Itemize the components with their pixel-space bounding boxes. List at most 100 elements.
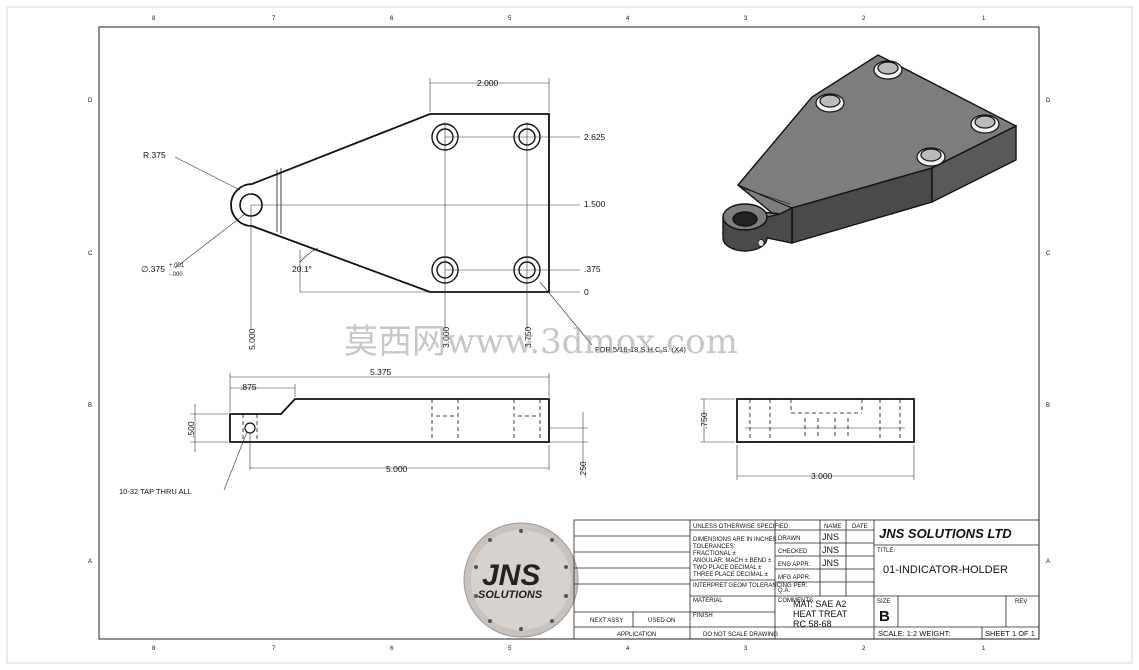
zone-col-label: 8	[152, 646, 156, 652]
zone-col-label: 4	[626, 16, 630, 22]
tol-line: DIMENSIONS ARE IN INCHES	[693, 537, 777, 543]
checked-by: JNS	[822, 545, 839, 555]
iso-right-face	[931, 124, 1017, 204]
iso-pivot-front	[722, 206, 793, 252]
front-view	[190, 373, 588, 491]
eng-by: JNS	[822, 558, 839, 568]
comments-label: COMMENTS:	[778, 598, 815, 604]
next-assy-label: NEXT ASSY	[590, 618, 623, 624]
isometric-view	[722, 54, 1018, 252]
unless-specified: UNLESS OTHERWISE SPECIFIED:	[693, 524, 790, 530]
mat-line: HEAT TREAT	[793, 609, 848, 619]
finish-label: FINISH	[693, 613, 713, 619]
zone-row-label: D	[88, 98, 93, 104]
outer-border	[6, 6, 1133, 664]
dim-hole-diameter: ∅.375	[141, 264, 165, 274]
mat-line: MAT: SAE A2	[793, 599, 846, 609]
do-not-scale: DO NOT SCALE DRAWING	[703, 632, 778, 638]
zone-col-label: 7	[272, 16, 276, 22]
tap-callout: 10-32 TAP THRU ALL	[119, 487, 192, 496]
zone-col-label: 5	[508, 646, 512, 652]
dim-3000-side: 3.000	[811, 471, 833, 481]
dim-hole-tol-plus: +.001	[169, 263, 185, 269]
col-name: NAME	[824, 524, 841, 530]
company-name: JNS SOLUTIONS LTD	[879, 526, 1012, 541]
side-view-dimensions: .750 3.000	[699, 412, 833, 481]
shcs-holes	[431, 123, 541, 284]
dim-500: .500	[186, 421, 196, 438]
drawn-by: JNS	[822, 532, 839, 542]
mfg-appr-label: MFG APPR.	[778, 575, 811, 581]
dim-width-top: 2.000	[477, 78, 499, 88]
shcs-callout: FOR 5/16-18 S.H.C.S. (X4)	[595, 345, 686, 354]
interpret-geom: INTERPRET GEOM TOLERANCING PER:	[693, 583, 808, 589]
dim-x-3000: 3.000	[441, 326, 451, 348]
zone-row-label: D	[1046, 98, 1051, 104]
dim-y-0: 0	[584, 287, 589, 297]
drawn-label: DRAWN	[778, 536, 800, 542]
top-view-outline	[230, 113, 550, 293]
zone-columns-bottom: 8 7 6 5 4 3 2 1	[152, 646, 986, 652]
scale-weight: SCALE: 1:2 WEIGHT:	[878, 629, 951, 638]
zone-row-label: C	[1046, 251, 1051, 257]
zone-col-label: 3	[744, 646, 748, 652]
tol-line: TWO PLACE DECIMAL ±	[693, 565, 762, 571]
zone-col-label: 4	[626, 646, 630, 652]
zone-col-label: 2	[862, 646, 866, 652]
qa-label: Q.A.	[778, 588, 790, 594]
zone-row-label: A	[1046, 559, 1050, 565]
dim-y-375: .375	[584, 264, 601, 274]
size-value: B	[879, 608, 890, 625]
zone-row-label: A	[88, 559, 92, 565]
title-label: TITLE:	[877, 548, 895, 554]
top-view-dimensions: 2.000 R.375 2.625 1.500 .375 0 ∅.375 +.0…	[141, 78, 686, 354]
title-block-text: UNLESS OTHERWISE SPECIFIED: DIMENSIONS A…	[590, 524, 1035, 638]
zone-col-label: 7	[272, 646, 276, 652]
zone-rows-left: D C B A	[88, 98, 93, 565]
dim-radius: R.375	[143, 150, 166, 160]
part-name: 01-INDICATOR-HOLDER	[883, 564, 1008, 576]
company-logo: JNS SOLUTIONS	[463, 522, 579, 638]
logo-solutions: SOLUTIONS	[478, 589, 543, 601]
dim-angle: 20.1°	[292, 264, 312, 274]
zone-columns-top: 8 7 6 5 4 3 2 1	[152, 16, 986, 22]
zone-col-label: 8	[152, 16, 156, 22]
tol-line: FRACTIONAL ±	[693, 551, 736, 557]
side-view-outline	[736, 398, 915, 443]
tol-line: THREE PLACE DECIMAL ±	[693, 572, 768, 578]
application-label: APPLICATION	[617, 632, 656, 638]
iso-holes	[815, 60, 1000, 167]
zone-col-label: 2	[862, 16, 866, 22]
zone-col-label: 6	[390, 16, 394, 22]
zone-col-label: 5	[508, 16, 512, 22]
dim-overall-length: 5.375	[370, 367, 392, 377]
zone-col-label: 3	[744, 16, 748, 22]
zone-col-label: 1	[982, 646, 986, 652]
dim-750: .750	[699, 412, 709, 429]
zone-row-label: B	[88, 403, 92, 409]
dim-250: .250	[578, 461, 588, 478]
zone-row-label: C	[88, 251, 93, 257]
dim-875: .875	[240, 382, 257, 392]
tol-line: ANGULAR: MACH ± BEND ±	[693, 558, 772, 564]
dim-x-5000: 5.000	[247, 328, 257, 350]
dim-hole-tol-minus: -.000	[169, 272, 183, 278]
eng-appr-label: ENG APPR.	[778, 562, 811, 568]
zone-col-label: 6	[390, 646, 394, 652]
top-view	[174, 78, 593, 346]
title-block	[573, 519, 1040, 640]
front-view-dimensions: 5.375 .875 .500 5.000 .250 10-32 TAP THR…	[119, 367, 588, 496]
watermark: 莫西网www.3dmox.com	[344, 322, 738, 362]
side-view	[700, 398, 915, 480]
dim-y-1500: 1.500	[584, 199, 606, 209]
material-label: MATERIAL	[693, 598, 723, 604]
rev-label: REV	[1015, 599, 1027, 605]
zone-rows-right: D C B A	[1046, 98, 1051, 565]
dim-x-3750: 3.750	[523, 326, 533, 348]
size-label: SIZE	[877, 599, 890, 605]
front-view-outline	[229, 398, 550, 443]
mat-line: RC 58-68	[793, 619, 832, 629]
used-on-label: USED ON	[648, 618, 675, 624]
sheet-number: SHEET 1 OF 1	[985, 629, 1035, 638]
